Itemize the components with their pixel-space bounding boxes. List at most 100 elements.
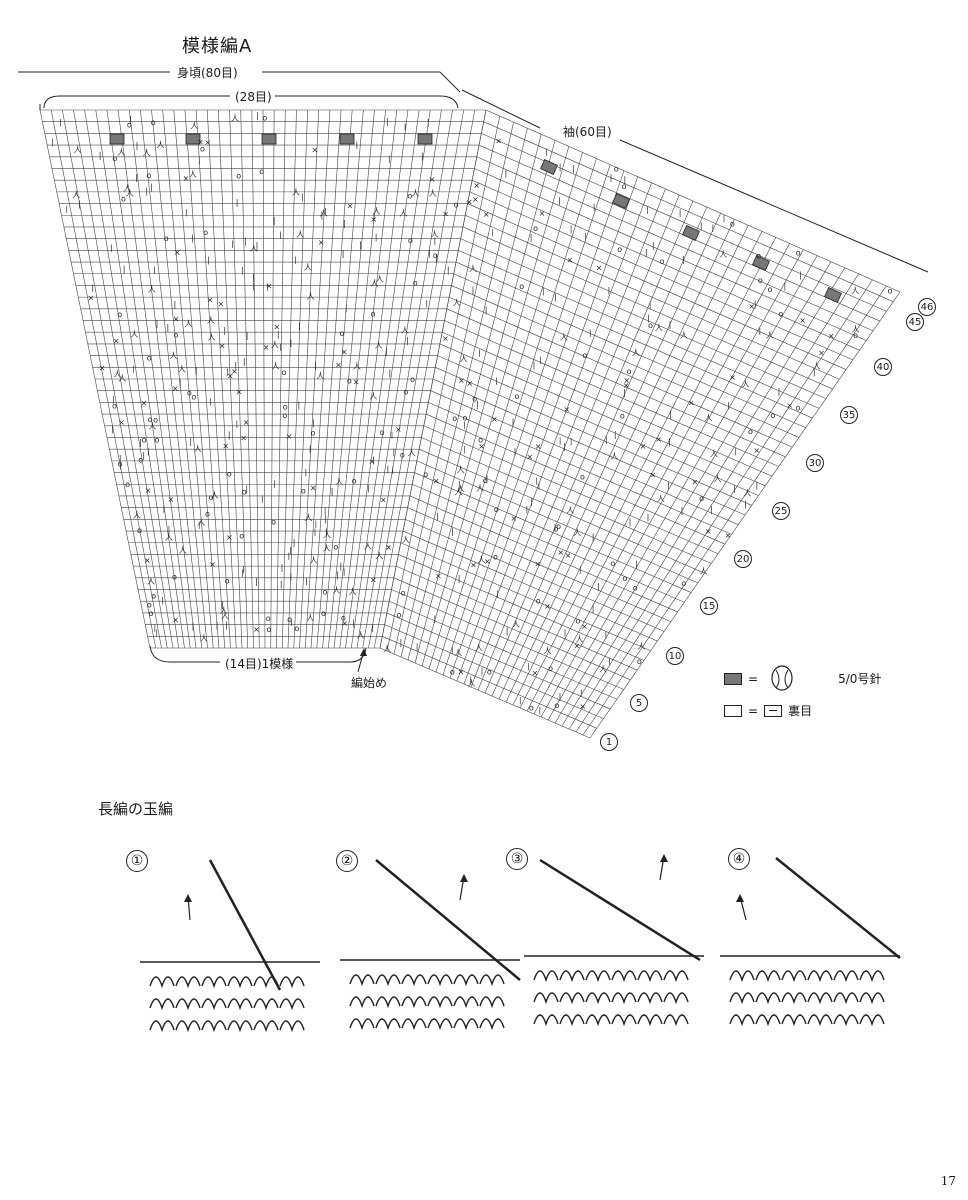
stitch-glyph: o [225,576,230,585]
stitch-glyph: 丨 [263,283,271,292]
stitch-glyph: o [622,574,627,583]
stitch-glyph: o [887,287,892,296]
stitch-glyph: × [535,442,542,451]
stitch-glyph: | [371,623,374,632]
stitch-glyph: × [581,622,588,631]
stitch-glyph: 人 [429,189,437,198]
stitch-glyph: 人 [220,607,228,616]
stitch-glyph: × [369,457,376,466]
stitch-glyph: 人 [123,184,131,193]
stitch-glyph: 人 [680,331,688,340]
stitch-glyph: × [167,495,174,504]
stitch-glyph: 人 [118,374,126,383]
stitch-glyph: o [452,414,457,423]
stitch-symbols: o×丨o人×|oo丨×o丨|丨人人|×丨o丨o×人o丨×||人o||丨×o|丨×… [51,111,892,715]
stitch-glyph: × [395,425,402,434]
stitch-glyph: 人 [272,362,280,371]
stitch-glyph: | [563,442,566,451]
stitch-glyph: × [691,477,698,486]
stitch-glyph: × [466,197,473,206]
stitch-glyph: 人 [189,170,197,179]
stitch-glyph: o [401,589,406,598]
stitch-glyph: 丨 [108,244,116,253]
grid-col-line [206,109,237,649]
stitch-glyph: | [652,241,655,250]
stitch-glyph: 丨 [810,368,818,377]
stitch-glyph: | [435,253,438,262]
stitch-glyph: o [341,614,346,623]
stitch-glyph: × [88,293,95,302]
stitch-glyph: × [429,175,436,184]
stitch-glyph: 丨 [108,426,116,435]
stitch-glyph: | [416,643,419,652]
stitch-glyph: o [610,559,615,568]
stitch-glyph: 丨 [306,445,314,454]
stitch-glyph: | [331,487,334,496]
puff-stitch-mark [752,255,770,271]
stitch-glyph: o [147,600,152,609]
stitch-glyph: | [681,506,684,515]
stitch-glyph: × [118,418,125,427]
stitch-glyph: o [554,701,559,710]
stitch-glyph: | [207,256,210,265]
stitch-glyph: o [209,493,214,502]
stitch-glyph: | [139,438,142,447]
stitch-glyph: 丨 [725,402,733,411]
grid-col-line [229,109,249,649]
stitch-glyph: | [451,527,454,536]
stitch-glyph: 丨 [536,706,544,715]
stitch-glyph: | [756,481,759,490]
stitch-glyph: × [483,210,490,219]
stitch-glyph: 丨 [431,237,439,246]
grid-col-line [316,109,364,649]
stitch-glyph: × [596,264,603,273]
stitch-glyph: × [786,401,793,410]
yarn-loop [427,1018,453,1031]
stitch-glyph: o [271,518,276,527]
stitch-glyph: 人 [147,577,155,586]
sleeve-col-line [498,213,721,700]
stitch-glyph: o [494,505,499,514]
stitch-glyph: 丨 [223,368,231,377]
stitch-glyph: × [495,137,502,146]
stitch-glyph: 人 [657,494,665,503]
stitch-glyph: 丨 [240,566,248,575]
stitch-glyph: 丨 [460,421,468,430]
stitch-glyph: | [645,248,648,257]
repeat-bracket-left [149,645,220,663]
yarn-loop [175,998,201,1011]
stitch-glyph: | [145,187,148,196]
stitch-glyph: 丨 [321,207,329,216]
stitch-glyph: 人 [700,567,708,576]
stitch-glyph: | [129,115,132,124]
stitch-glyph: | [542,286,545,295]
stitch-glyph: | [136,141,139,150]
stitch-glyph: × [458,667,465,676]
stitch-glyph: | [123,265,126,274]
grid-col-line [327,109,386,649]
yarn-loop [781,1014,807,1027]
stitch-glyph: × [563,405,570,414]
stitch-glyph: o [796,403,801,412]
stitch-glyph: × [557,548,564,557]
stitch-glyph: 人 [743,489,751,498]
inner-width-label: (28目) [232,88,275,105]
stitch-glyph: o [112,154,117,163]
stitch-glyph: | [216,621,219,630]
stitch-glyph: | [610,173,613,182]
stitch-glyph: | [605,435,608,444]
stitch-glyph: | [167,323,170,332]
sleeve-col-line [421,146,570,667]
stitch-glyph: 人 [467,679,475,688]
stitch-glyph: | [372,456,375,465]
stitch-glyph: × [484,557,491,566]
stitch-glyph: 丨 [475,349,483,358]
grid-col-line [117,109,191,649]
body-width-label: 身頃(80目) [174,64,241,81]
stitch-glyph: | [530,497,533,506]
yarn-loop [401,996,427,1009]
legend-text-purl: 裏目 [788,704,813,718]
stitch-glyph: × [341,619,348,628]
sleeve-col-line [575,279,873,733]
stitch-glyph: | [273,216,276,225]
